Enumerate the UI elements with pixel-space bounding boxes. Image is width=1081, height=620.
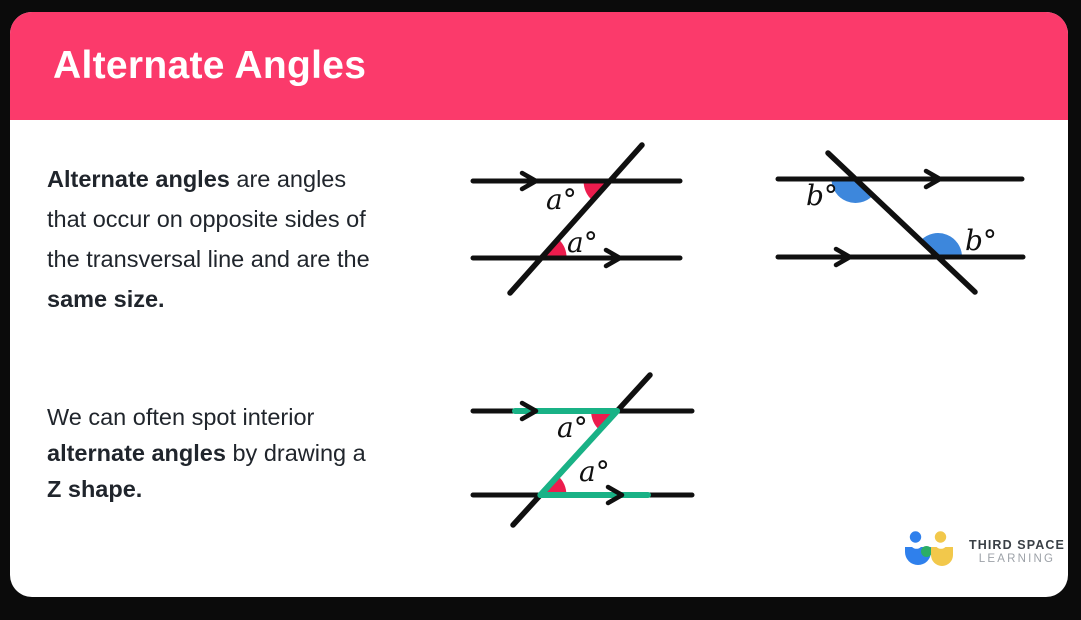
page-title: Alternate Angles — [53, 44, 367, 87]
slide-card: Alternate Angles Alternate angles are an… — [10, 12, 1068, 597]
diagram-z-shape: a° a° — [470, 372, 695, 528]
angle-label-bottom: b° — [965, 224, 997, 257]
brand-name-line-1: THIRD SPACE — [969, 537, 1065, 552]
diagram-alternate-angles-b: b° b° — [775, 150, 1026, 295]
logo-accent-dot — [921, 546, 932, 557]
tip-paragraph: We can often spot interior alternate ang… — [47, 399, 366, 507]
intro-line-4: same size. — [47, 279, 370, 319]
tip-line-2: alternate angles by drawing a — [47, 435, 366, 471]
logo-person1-head — [909, 531, 922, 543]
tip-bold-term: alternate angles — [47, 440, 226, 466]
transversal-line — [507, 142, 645, 296]
arrow-icon-bottom — [603, 247, 623, 269]
third-space-learning-icon — [905, 531, 953, 566]
tip-line-2-rest: by drawing a — [225, 440, 366, 466]
diagram-alternate-angles-a: a° a° — [470, 142, 683, 296]
arrow-icon-bottom — [605, 484, 625, 506]
intro-paragraph: Alternate angles are angles that occur o… — [47, 159, 370, 319]
intro-bold-term: Alternate angles — [47, 166, 230, 192]
angle-label-top: a° — [546, 183, 577, 216]
brand-logo: THIRD SPACE LEARNING — [905, 529, 1065, 573]
arrow-icon-top — [519, 170, 539, 192]
logo-person2-head — [934, 531, 947, 543]
angle-label-bottom: a° — [567, 226, 598, 259]
angle-label-top: a° — [557, 411, 588, 444]
arrow-icon-bottom — [833, 246, 853, 268]
angle-label-top: b° — [806, 179, 838, 212]
arrow-icon-top — [923, 168, 943, 190]
tip-bold-z-shape: Z shape. — [47, 476, 143, 502]
intro-bold-same-size: same size. — [47, 286, 165, 312]
angle-wedge-top — [831, 179, 873, 203]
arrow-icon-top — [519, 400, 539, 422]
z-shape-diagonal-segment — [537, 408, 621, 498]
brand-name-line-2: LEARNING — [978, 552, 1056, 565]
intro-line-3: the transversal line and are the — [47, 246, 370, 272]
logo-person2-body — [931, 547, 953, 566]
brand-logo-text: THIRD SPACE LEARNING — [969, 538, 1065, 565]
angle-wedge-bottom — [920, 233, 962, 257]
intro-line-2: that occur on opposite sides of — [47, 206, 366, 232]
intro-line-1: Alternate angles are angles — [47, 159, 370, 199]
intro-line-1-rest: are angles — [229, 166, 347, 192]
slide-header: Alternate Angles — [10, 12, 1068, 120]
tip-line-1: We can often spot interior — [47, 404, 315, 430]
tip-line-3: Z shape. — [47, 471, 366, 507]
transversal-line — [825, 150, 978, 295]
angle-label-bottom: a° — [579, 455, 610, 488]
